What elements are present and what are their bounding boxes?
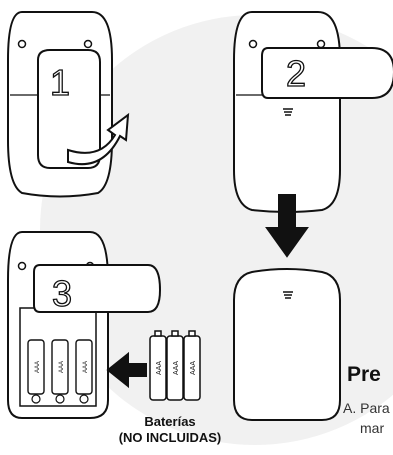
battery-caption-line1: Baterías (144, 414, 196, 429)
battery-1-tip (154, 330, 162, 337)
aaa-batteries (149, 330, 201, 401)
battery-caption-line2: (NO INCLUIDAS) (118, 430, 222, 445)
battery-slot-1 (27, 339, 45, 395)
section-heading: Pre (347, 363, 381, 386)
screw-2a (248, 39, 258, 49)
down-arrow-icon (265, 194, 309, 258)
instruction-a-line2: mar (360, 420, 385, 436)
screw-2b (316, 39, 326, 49)
slot-3-label: AAA (83, 361, 89, 373)
step-2-panel (233, 11, 393, 258)
detached-battery-cover (233, 268, 341, 421)
battery-1-label: AAA (156, 361, 163, 375)
step-3-panel (7, 231, 162, 419)
slot-2-label: AAA (59, 361, 65, 373)
battery-2-label: AAA (173, 361, 180, 375)
step-3-number: 3 (52, 273, 72, 314)
step-2-number: 2 (286, 53, 306, 94)
spring-2 (55, 394, 65, 404)
screw-1a (17, 39, 27, 49)
spring-3 (79, 394, 89, 404)
slot-1-label: AAA (35, 361, 41, 373)
curved-arrow-icon (67, 112, 130, 166)
instruction-a-line1: A. Para (343, 400, 390, 416)
battery-slot-3 (75, 339, 93, 395)
screw-3a (17, 261, 27, 271)
step-1-number: 1 (50, 62, 70, 103)
spring-1 (31, 394, 41, 404)
cover-body (233, 268, 341, 421)
step-1-panel (7, 11, 130, 198)
battery-slot-2 (51, 339, 69, 395)
battery-3-label: AAA (190, 361, 197, 375)
battery-2-tip (171, 330, 179, 337)
step-3-callout (33, 264, 162, 313)
battery-caption: Baterías (NO INCLUIDAS) (115, 414, 225, 446)
step-2-callout (261, 47, 393, 99)
left-arrow-icon (106, 351, 147, 389)
screw-1b (83, 39, 93, 49)
battery-3-tip (188, 330, 196, 337)
